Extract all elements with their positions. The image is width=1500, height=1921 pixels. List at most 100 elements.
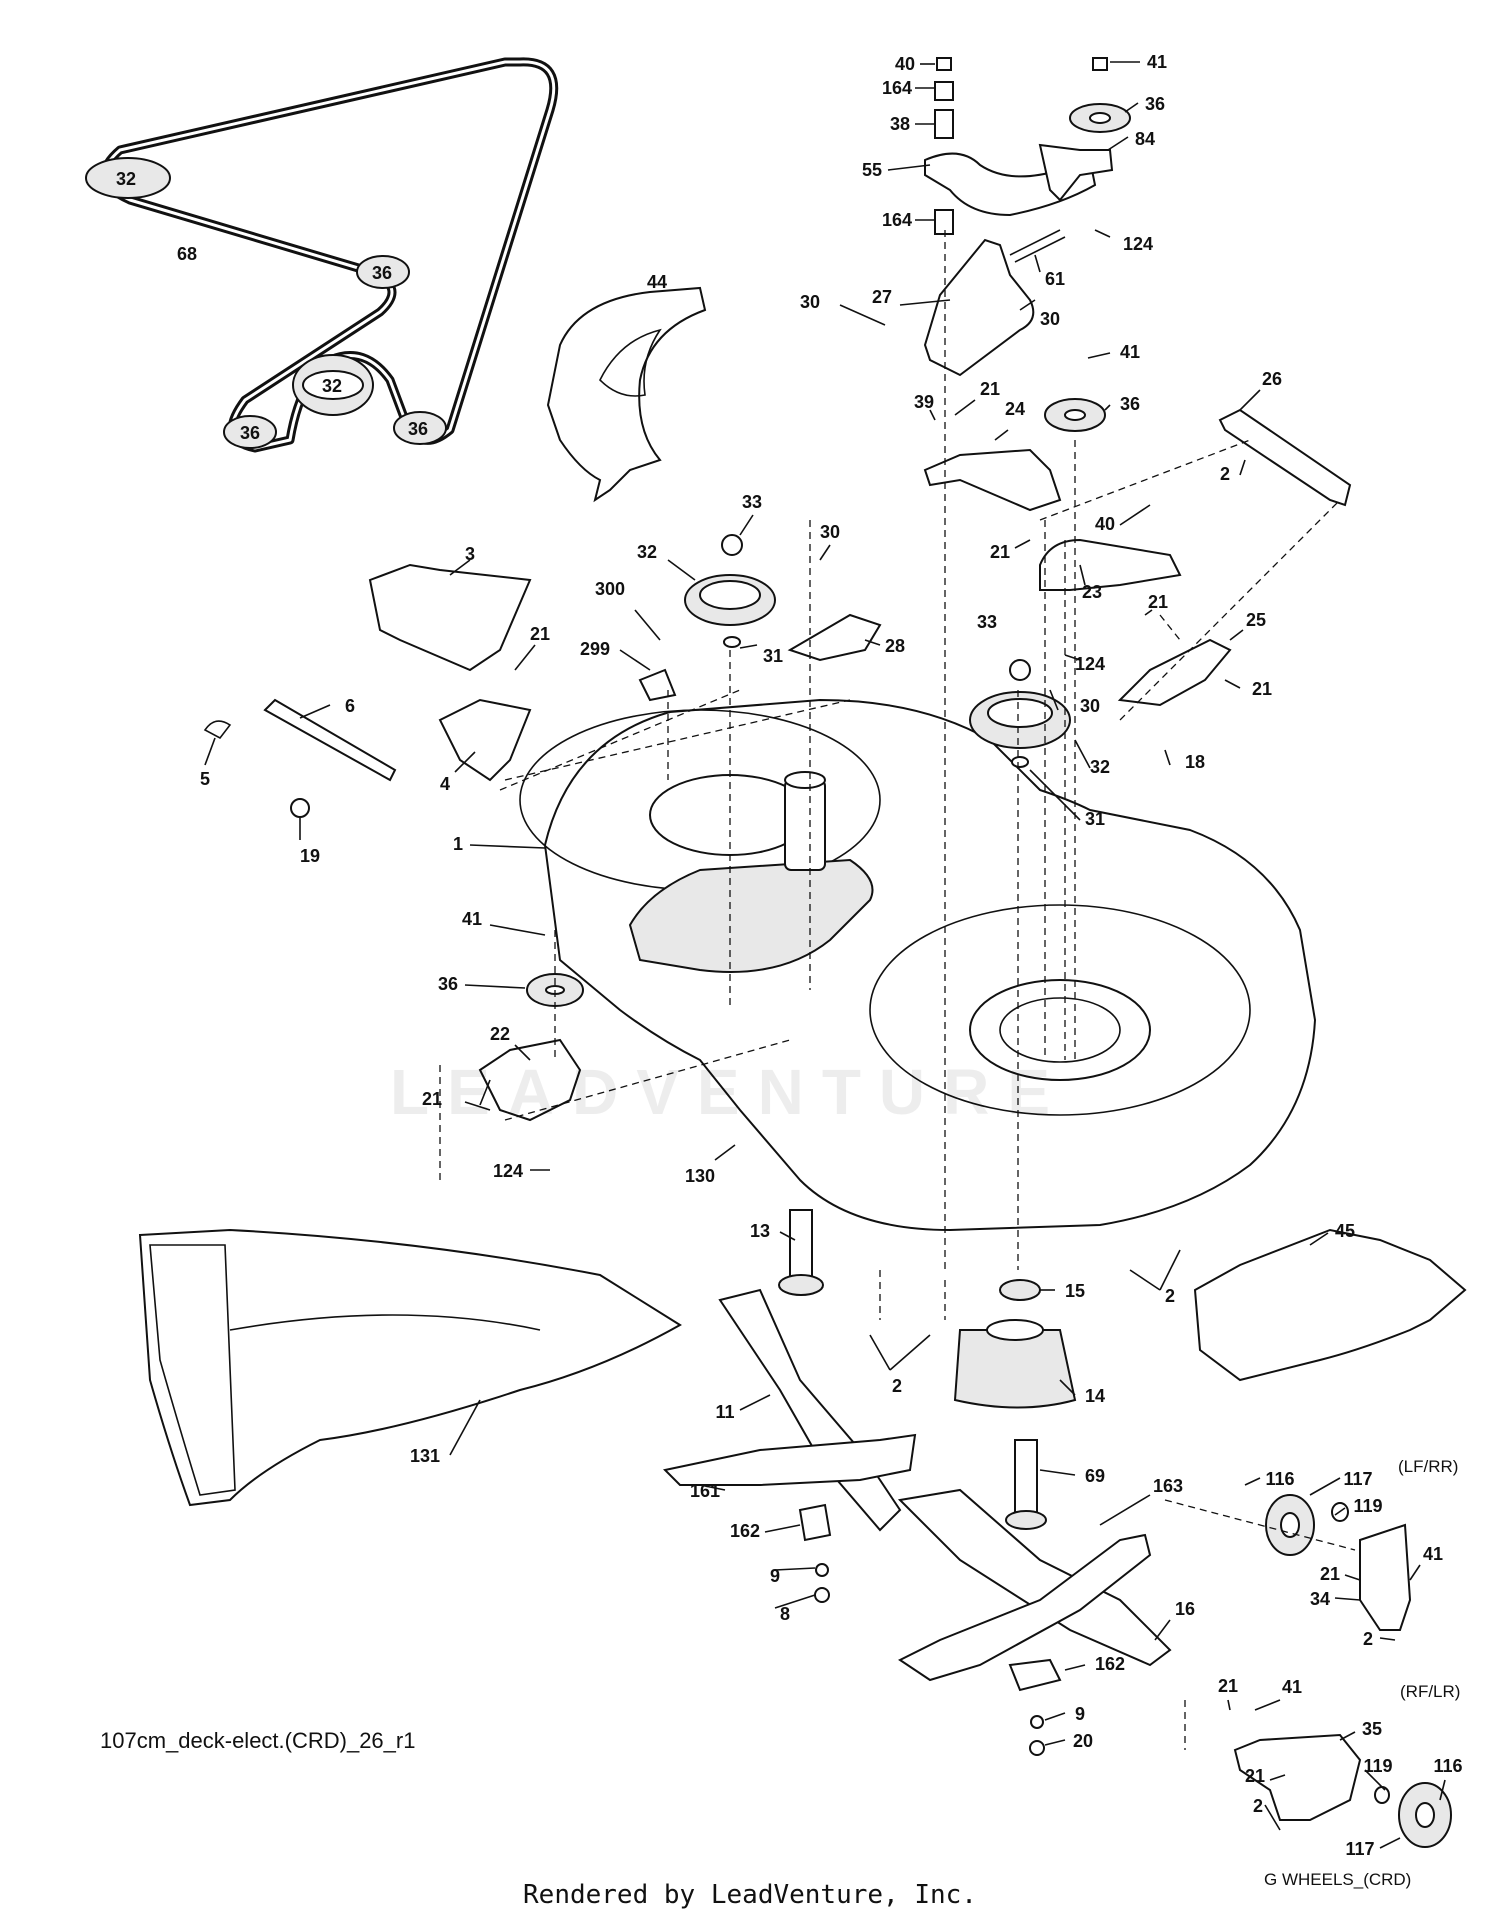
callout-30: 30: [820, 522, 840, 542]
callout-124: 124: [493, 1161, 523, 1181]
callout-26: 26: [1262, 369, 1282, 389]
callout-21: 21: [1252, 679, 1272, 699]
callout-41: 41: [1282, 1677, 1302, 1697]
callout-32: 32: [1090, 757, 1110, 777]
callout-23: 23: [1082, 582, 1102, 602]
callout-45: 45: [1335, 1221, 1355, 1241]
callout-9: 9: [1075, 1704, 1085, 1724]
callout-117: 117: [1345, 1839, 1374, 1859]
pulley-label: 36: [240, 423, 260, 443]
callout-14: 14: [1085, 1386, 1105, 1406]
callout-164: 164: [882, 210, 912, 230]
bracket-28: [787, 613, 882, 662]
callout-39: 39: [914, 392, 934, 412]
mower-deck-1: [519, 698, 1317, 1232]
spindle-69: [1014, 1439, 1038, 1521]
callout-33: 33: [742, 492, 762, 512]
callout-2: 2: [892, 1376, 902, 1396]
bracket-24: [923, 448, 1062, 512]
callout-19: 19: [300, 846, 320, 866]
callout-130: 130: [685, 1166, 715, 1186]
callout-35: 35: [1362, 1719, 1382, 1739]
callout-8: 8: [780, 1604, 790, 1624]
callout-1: 1: [453, 834, 463, 854]
callout-labels: 40 164 38 55 164 41 36 84 124 61 30 27 3…: [177, 52, 1463, 1859]
callout-119: 119: [1353, 1496, 1382, 1516]
callout-2: 2: [1253, 1796, 1263, 1816]
idler-arm-55: [924, 152, 1097, 217]
nut-33-lower: [1009, 659, 1031, 681]
wheel-variant-lfrr: (LF/RR): [1398, 1457, 1459, 1476]
callout-41: 41: [1423, 1544, 1443, 1564]
leader-lines: [204, 61, 1446, 1849]
bracket-27: [923, 238, 1035, 377]
callout-33: 33: [977, 612, 997, 632]
callout-55: 55: [862, 160, 882, 180]
render-credit: Rendered by LeadVenture, Inc.: [523, 1880, 977, 1910]
callout-119: 119: [1363, 1756, 1392, 1776]
belt-pulley: [85, 157, 447, 449]
pulley-label: 32: [322, 376, 342, 396]
callout-6: 6: [345, 696, 355, 716]
callout-38: 38: [890, 114, 910, 134]
gauge-wheel-lfrr: [1265, 1494, 1412, 1631]
callout-9: 9: [770, 1566, 780, 1586]
blade-11: [718, 1288, 902, 1532]
callout-21: 21: [422, 1089, 442, 1109]
callout-116: 116: [1433, 1756, 1462, 1776]
washer-9-a: [815, 1563, 829, 1577]
callout-25: 25: [1246, 610, 1266, 630]
callout-2: 2: [1165, 1286, 1175, 1306]
bar-26: [1218, 408, 1352, 507]
callout-31: 31: [763, 646, 783, 666]
callout-299: 299: [580, 639, 610, 659]
spring-61: [1009, 229, 1066, 263]
retainer-162-a: [798, 1503, 832, 1542]
callout-117: 117: [1343, 1469, 1372, 1489]
bushing-164: [934, 81, 954, 101]
retainer-162-b: [1008, 1658, 1062, 1692]
spacer-38: [934, 109, 954, 139]
callout-21: 21: [1218, 1676, 1238, 1696]
callout-69: 69: [1085, 1466, 1105, 1486]
callout-2: 2: [1220, 464, 1230, 484]
callout-161: 161: [690, 1481, 720, 1501]
bracket-3: [368, 563, 532, 672]
spacer-164: [934, 209, 954, 235]
watermark: LEADVENTURE: [390, 1056, 1069, 1128]
cover-45: [1193, 1228, 1467, 1382]
callout-31: 31: [1085, 809, 1105, 829]
callout-116: 116: [1265, 1469, 1294, 1489]
nut-41-top: [1092, 57, 1108, 71]
belt-pulley-labels: 32 36 32 36 36: [116, 169, 428, 443]
spindle-13: [789, 1209, 813, 1281]
washer-31-upper: [723, 636, 741, 648]
callout-13: 13: [750, 1221, 770, 1241]
alignment-lines: [439, 230, 1356, 1750]
bar-6: [263, 698, 397, 782]
callout-3: 3: [465, 544, 475, 564]
callout-32: 32: [637, 542, 657, 562]
bolt-8: [814, 1587, 830, 1603]
wheel-group-label: G WHEELS_(CRD): [1264, 1870, 1412, 1889]
wheel-variant-rflr: (RF/LR): [1400, 1682, 1461, 1701]
callout-21: 21: [530, 624, 550, 644]
callout-41: 41: [462, 909, 482, 929]
spindle-housing-14: [953, 1329, 1077, 1409]
nut-33-upper: [721, 534, 743, 556]
blade-16: [897, 1488, 1172, 1667]
callout-41: 41: [1120, 342, 1140, 362]
callout-36: 36: [438, 974, 458, 994]
callout-15: 15: [1065, 1281, 1085, 1301]
nut-40: [936, 57, 952, 71]
callout-84: 84: [1135, 129, 1155, 149]
callout-5: 5: [200, 769, 210, 789]
callout-20: 20: [1073, 1731, 1093, 1751]
callout-36: 36: [1145, 94, 1165, 114]
callout-21: 21: [1148, 592, 1168, 612]
callout-124: 124: [1123, 234, 1153, 254]
bearing-15: [999, 1279, 1041, 1301]
callout-28: 28: [885, 636, 905, 656]
callout-16: 16: [1175, 1599, 1195, 1619]
callout-4: 4: [440, 774, 450, 794]
